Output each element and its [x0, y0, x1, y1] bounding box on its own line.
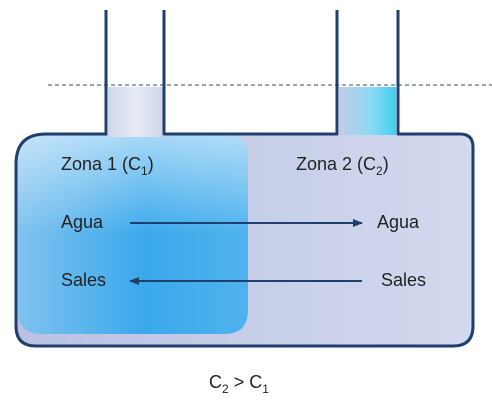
- concentration-caption: C2 > C1: [209, 371, 269, 396]
- zone-1-label-prefix: Zona 1 (C: [61, 154, 142, 174]
- zone-1-highlight: [18, 136, 248, 334]
- caption-c1-letter: C: [249, 372, 263, 392]
- tube-2-liquid: [339, 87, 396, 135]
- zone-1-label: Zona 1 (C1): [61, 153, 154, 178]
- zone-1-label-sub: 1: [141, 164, 148, 178]
- caption-c2-letter: C: [209, 372, 222, 392]
- tube-1-liquid: [108, 87, 163, 137]
- zone-2-label: Zona 2 (C2): [296, 153, 389, 178]
- inner-tube-walls: [162, 10, 339, 136]
- vessel-outline: [14, 10, 475, 348]
- caption-c1-sub: 1: [262, 382, 269, 396]
- salts-label-left: Sales: [61, 270, 107, 290]
- zone-1-label-suffix: ): [147, 154, 154, 174]
- zone-2-label-prefix: Zona 2 (C: [296, 154, 377, 174]
- water-label-left: Agua: [61, 212, 104, 232]
- caption-operator: >: [228, 372, 250, 392]
- zone-2-label-suffix: ): [382, 154, 389, 174]
- salts-label-right: Sales: [381, 270, 427, 290]
- water-label-right: Agua: [377, 212, 420, 232]
- zone-2-label-sub: 2: [376, 164, 383, 178]
- caption-c2-sub: 2: [222, 382, 229, 396]
